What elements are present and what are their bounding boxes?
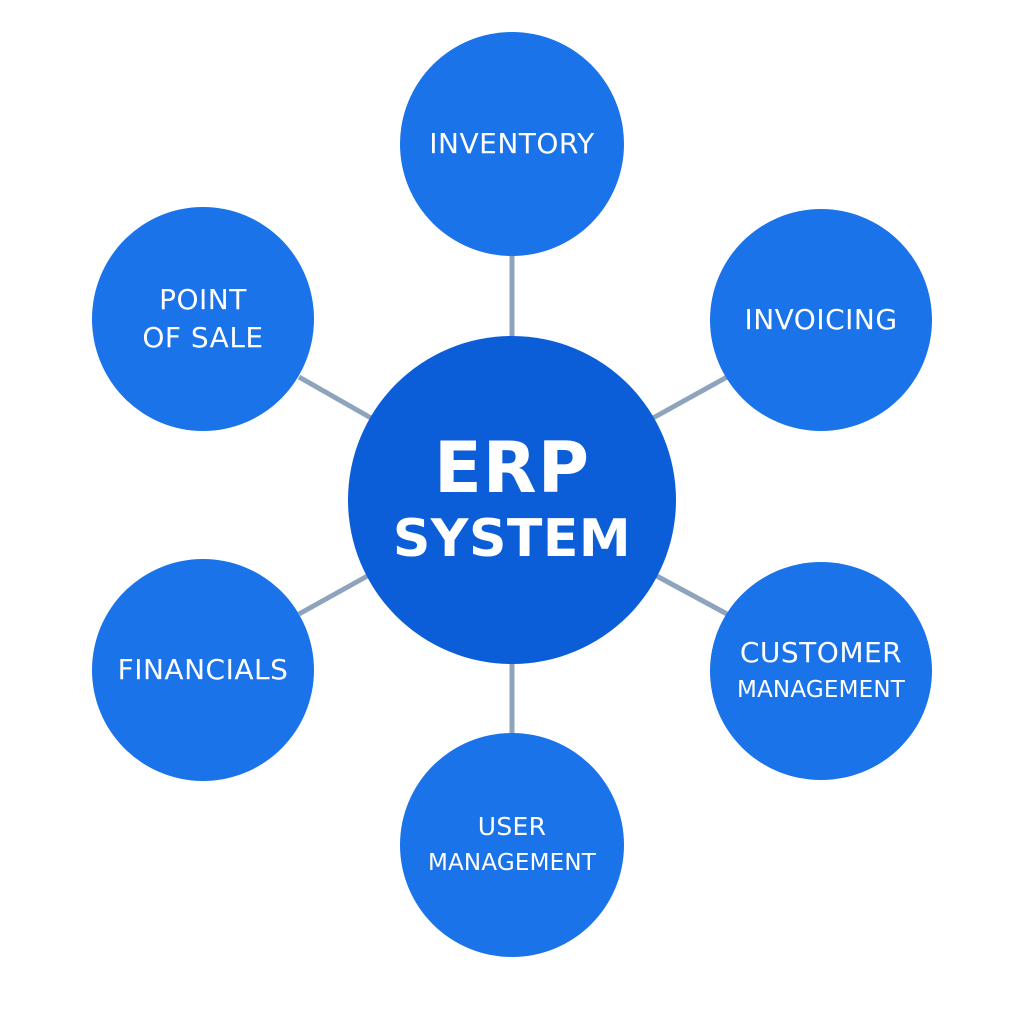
module-financials: FINANCIALS <box>92 559 314 781</box>
module-customer-management: CUSTOMER MANAGEMENT <box>710 562 932 780</box>
module-user-management-label-line2: MANAGEMENT <box>427 850 597 876</box>
module-customer-management-label-line2: MANAGEMENT <box>736 677 906 703</box>
module-inventory: INVENTORY <box>400 32 624 256</box>
module-invoicing-label: INVOICING <box>744 303 898 336</box>
connector-point-of-sale <box>297 374 373 421</box>
module-inventory-label: INVENTORY <box>429 127 595 160</box>
hub-title-line2: SYSTEM <box>392 509 632 569</box>
module-customer-management-label-line1: CUSTOMER <box>739 636 903 669</box>
connector-financials <box>297 571 373 617</box>
module-financials-label: FINANCIALS <box>117 653 289 686</box>
module-point-of-sale-label-line1: POINT <box>159 283 247 316</box>
module-invoicing: INVOICING <box>710 209 932 431</box>
connector-customer-management <box>651 571 729 617</box>
module-user-management: USER MANAGEMENT <box>400 733 624 957</box>
hub-title-line1: ERP <box>433 427 591 509</box>
connector-invoicing <box>651 374 729 421</box>
module-user-management-label-line1: USER <box>477 812 547 841</box>
module-point-of-sale-label-line2: OF SALE <box>142 321 264 354</box>
module-point-of-sale: POINT OF SALE <box>92 207 314 431</box>
erp-system-hub: ERP SYSTEM <box>348 336 676 664</box>
